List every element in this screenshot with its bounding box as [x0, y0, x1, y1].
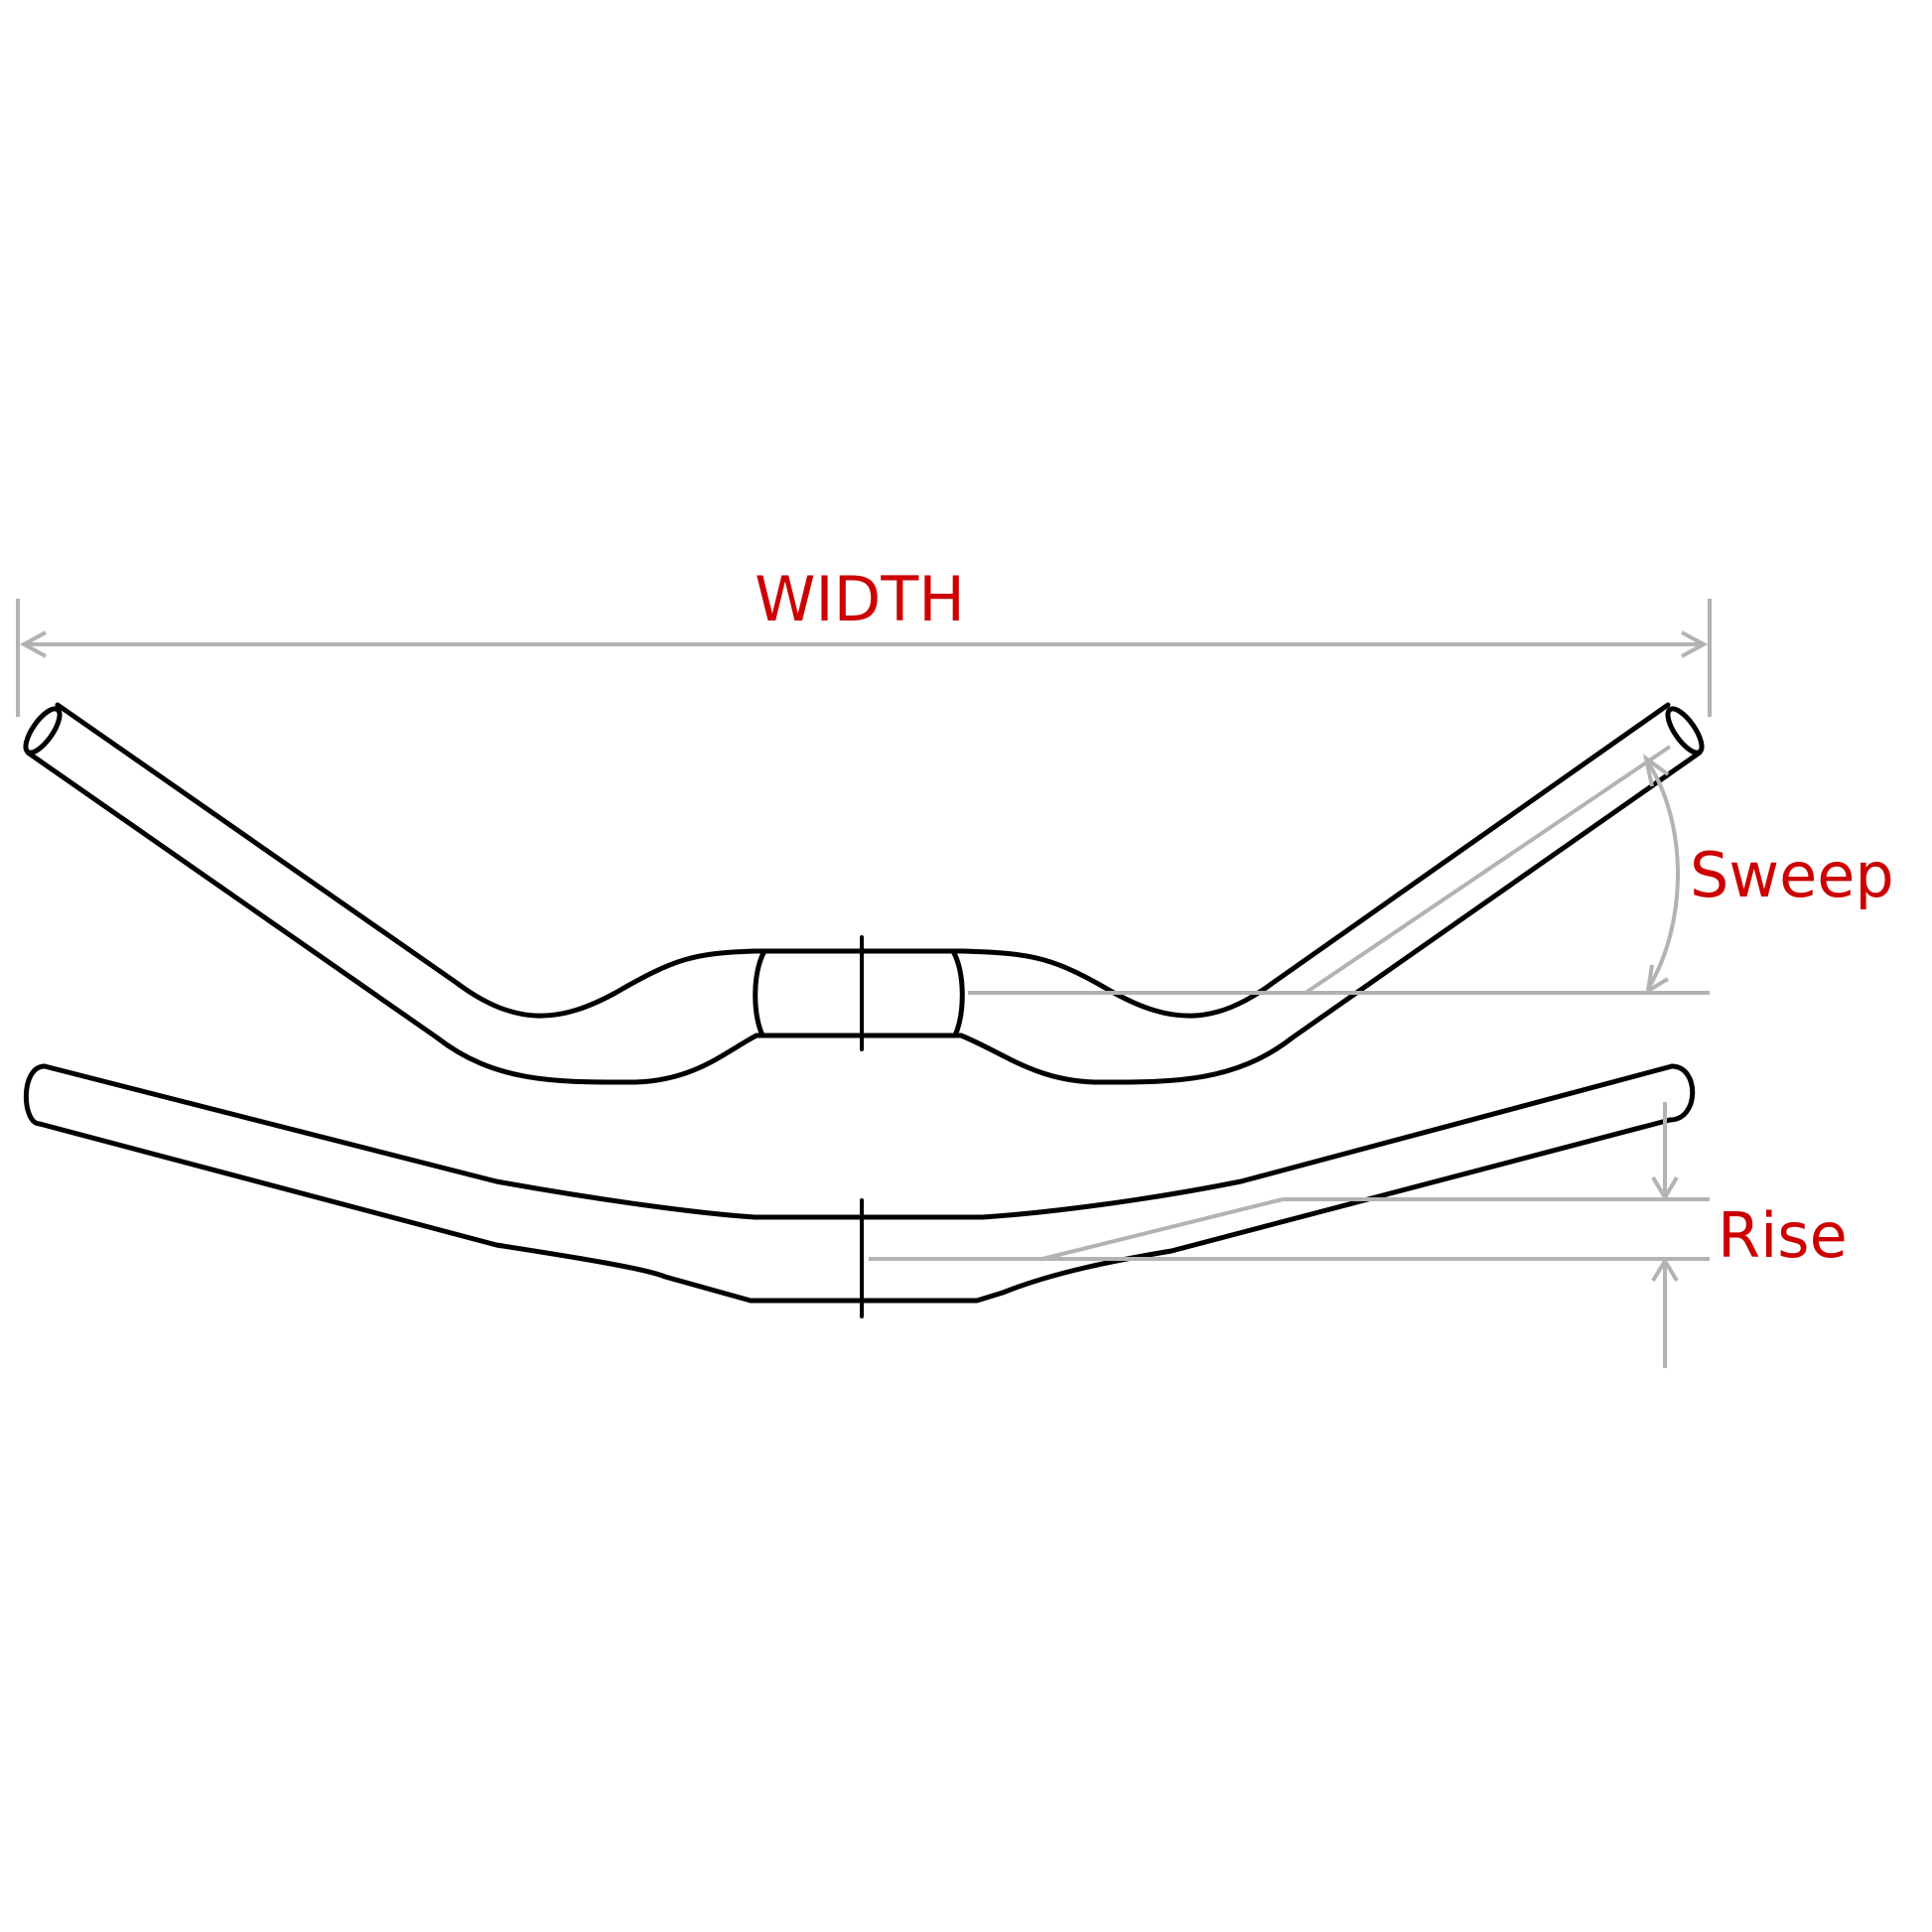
right-bar-upper-edge: [960, 702, 1671, 1019]
sweep-bar-axis-line: [1304, 745, 1672, 995]
width-arrowhead-right: [1681, 630, 1709, 658]
handlebar-front-view: [23, 1063, 1696, 1318]
clamp-right-edge: [950, 948, 965, 1038]
sweep-label: Sweep: [1690, 839, 1894, 911]
right-bar-lower-edge: [958, 750, 1703, 1085]
clamp-left-edge: [753, 948, 767, 1038]
right-grip-end-cap: [1665, 706, 1705, 756]
rise-dimension: [869, 1102, 1710, 1368]
left-bar-upper-edge: [55, 702, 758, 1019]
rise-upper-arrowhead: [1651, 1175, 1679, 1201]
left-bar-lower-edge: [25, 750, 759, 1085]
right-grip-end: [1667, 1063, 1696, 1123]
rise-label: Rise: [1718, 1199, 1848, 1272]
sweep-arc: [1646, 760, 1680, 991]
width-arrowhead-left: [19, 630, 47, 658]
left-grip-end-cap: [23, 706, 63, 756]
front-upper-edge: [42, 1063, 1675, 1220]
width-dimension: [16, 599, 1712, 717]
sweep-arrowhead-top: [1642, 754, 1670, 787]
rise-bar-axis-line: [1041, 1197, 1284, 1261]
width-label: WIDTH: [755, 563, 965, 635]
front-lower-edge: [37, 1117, 1673, 1304]
rise-lower-arrowhead: [1651, 1257, 1679, 1283]
sweep-dimension: [968, 745, 1710, 995]
sweep-arrowhead-bottom: [1645, 964, 1670, 995]
left-grip-end: [23, 1063, 48, 1127]
